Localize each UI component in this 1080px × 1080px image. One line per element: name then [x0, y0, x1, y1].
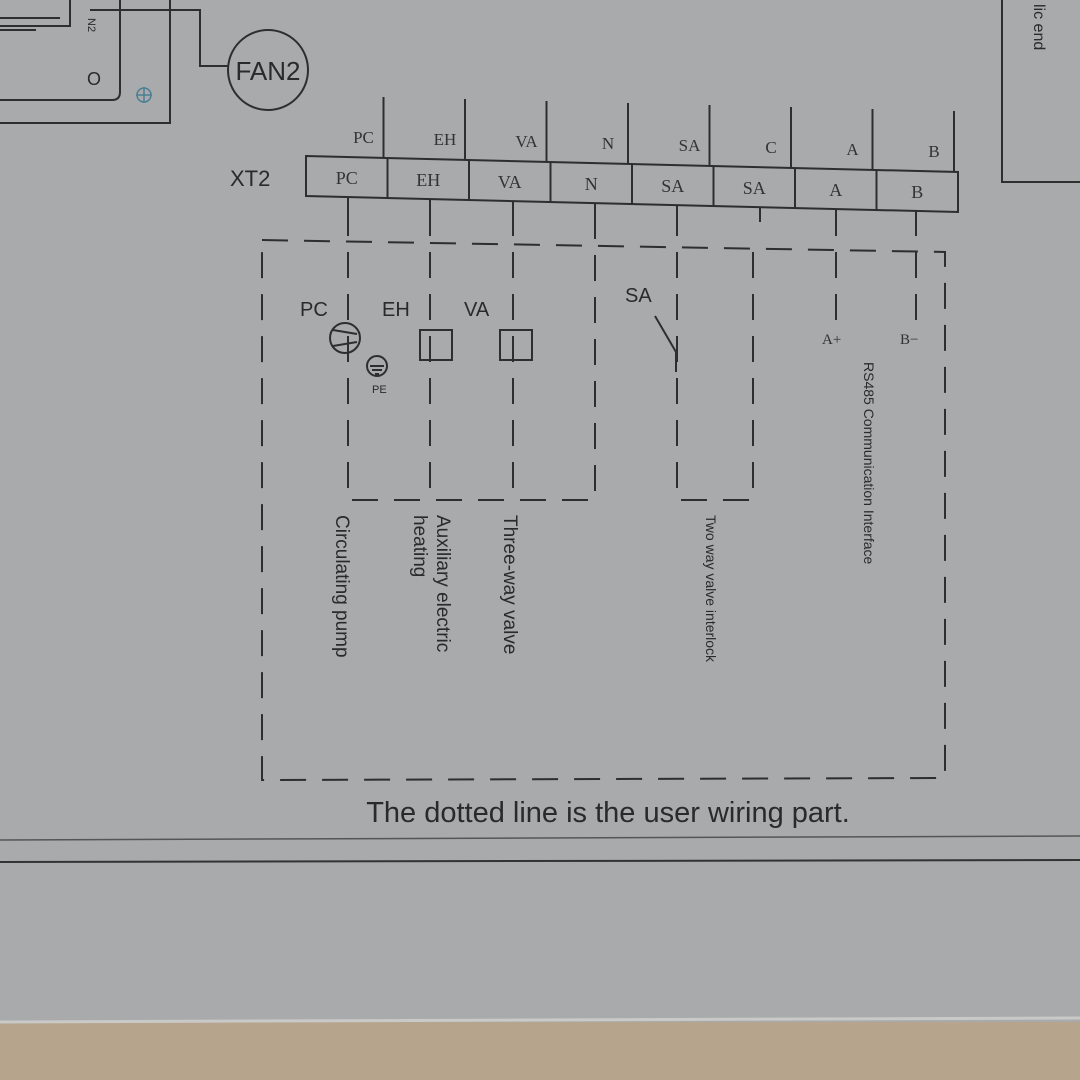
terminal-block-xt2: XT2 PC PC EH EH VA VA N N SA SA C SA A A B B [230, 97, 959, 226]
rs485-interface: A+ B− RS485 Communication Interface [822, 332, 918, 565]
switch-symbol-label: SA [625, 285, 652, 307]
left-box-text: N2 [85, 18, 97, 32]
border-line [0, 835, 1080, 841]
ground-icon [366, 355, 388, 377]
wire-label: C [765, 138, 776, 157]
heater-symbol-label: EH [382, 299, 410, 321]
circulating-pump: PC PE Circulating pump [300, 299, 388, 658]
terminal-block-label: XT2 [230, 166, 270, 191]
terminal-label: SA [743, 178, 766, 198]
pump-icon [329, 322, 361, 354]
terminal-label: B [911, 182, 923, 202]
fan2: FAN2 [90, 9, 309, 111]
terminal-label: EH [416, 170, 440, 190]
border-line [0, 859, 1080, 863]
pump-symbol-label: PC [300, 299, 328, 321]
heater-coil-icon [419, 329, 453, 361]
three-way-valve: VA Three-way valve [464, 299, 533, 654]
rs485-a-label: A+ [822, 332, 841, 348]
terminal-label: SA [661, 176, 684, 196]
wire-label: EH [434, 130, 457, 149]
valve-coil-icon [499, 329, 533, 361]
terminal-label: A [829, 180, 842, 200]
fan-label: FAN2 [235, 56, 300, 86]
valve-interlock-switch: SA Two way valve interlock [625, 285, 719, 663]
terminal-label: VA [498, 172, 522, 192]
wire-label: A [846, 140, 859, 159]
rs485-description: RS485 Communication Interface [861, 362, 877, 565]
wire-label: SA [679, 136, 701, 155]
wire-label: B [928, 142, 939, 161]
right-box-text: lic end [1030, 4, 1047, 50]
left-component-box: O N2 [0, 0, 171, 124]
terminal-label: N [585, 174, 598, 194]
switch-description: Two way valve interlock [703, 515, 719, 663]
table-surface [0, 1022, 1080, 1080]
wire-label: PC [353, 128, 374, 147]
heater-description-line2: heating [409, 515, 430, 577]
right-box: lic end [1001, 0, 1080, 183]
valve-symbol-label: VA [464, 299, 490, 321]
wire-label: VA [515, 132, 538, 151]
heater-description-line1: Auxiliary electric [432, 515, 453, 652]
switch-icon [654, 315, 677, 372]
rs485-b-label: B− [900, 332, 918, 348]
left-box-symbol: O [87, 69, 101, 89]
auxiliary-heater: EH Auxiliary electric heating [382, 299, 453, 652]
fan-icon [227, 29, 309, 111]
pe-label: PE [372, 384, 387, 396]
terminal-label: PC [336, 168, 358, 188]
valve-description: Three-way valve [499, 515, 520, 654]
footer-note: The dotted line is the user wiring part. [366, 797, 850, 829]
wire-label: N [602, 134, 614, 153]
pump-description: Circulating pump [331, 515, 352, 658]
